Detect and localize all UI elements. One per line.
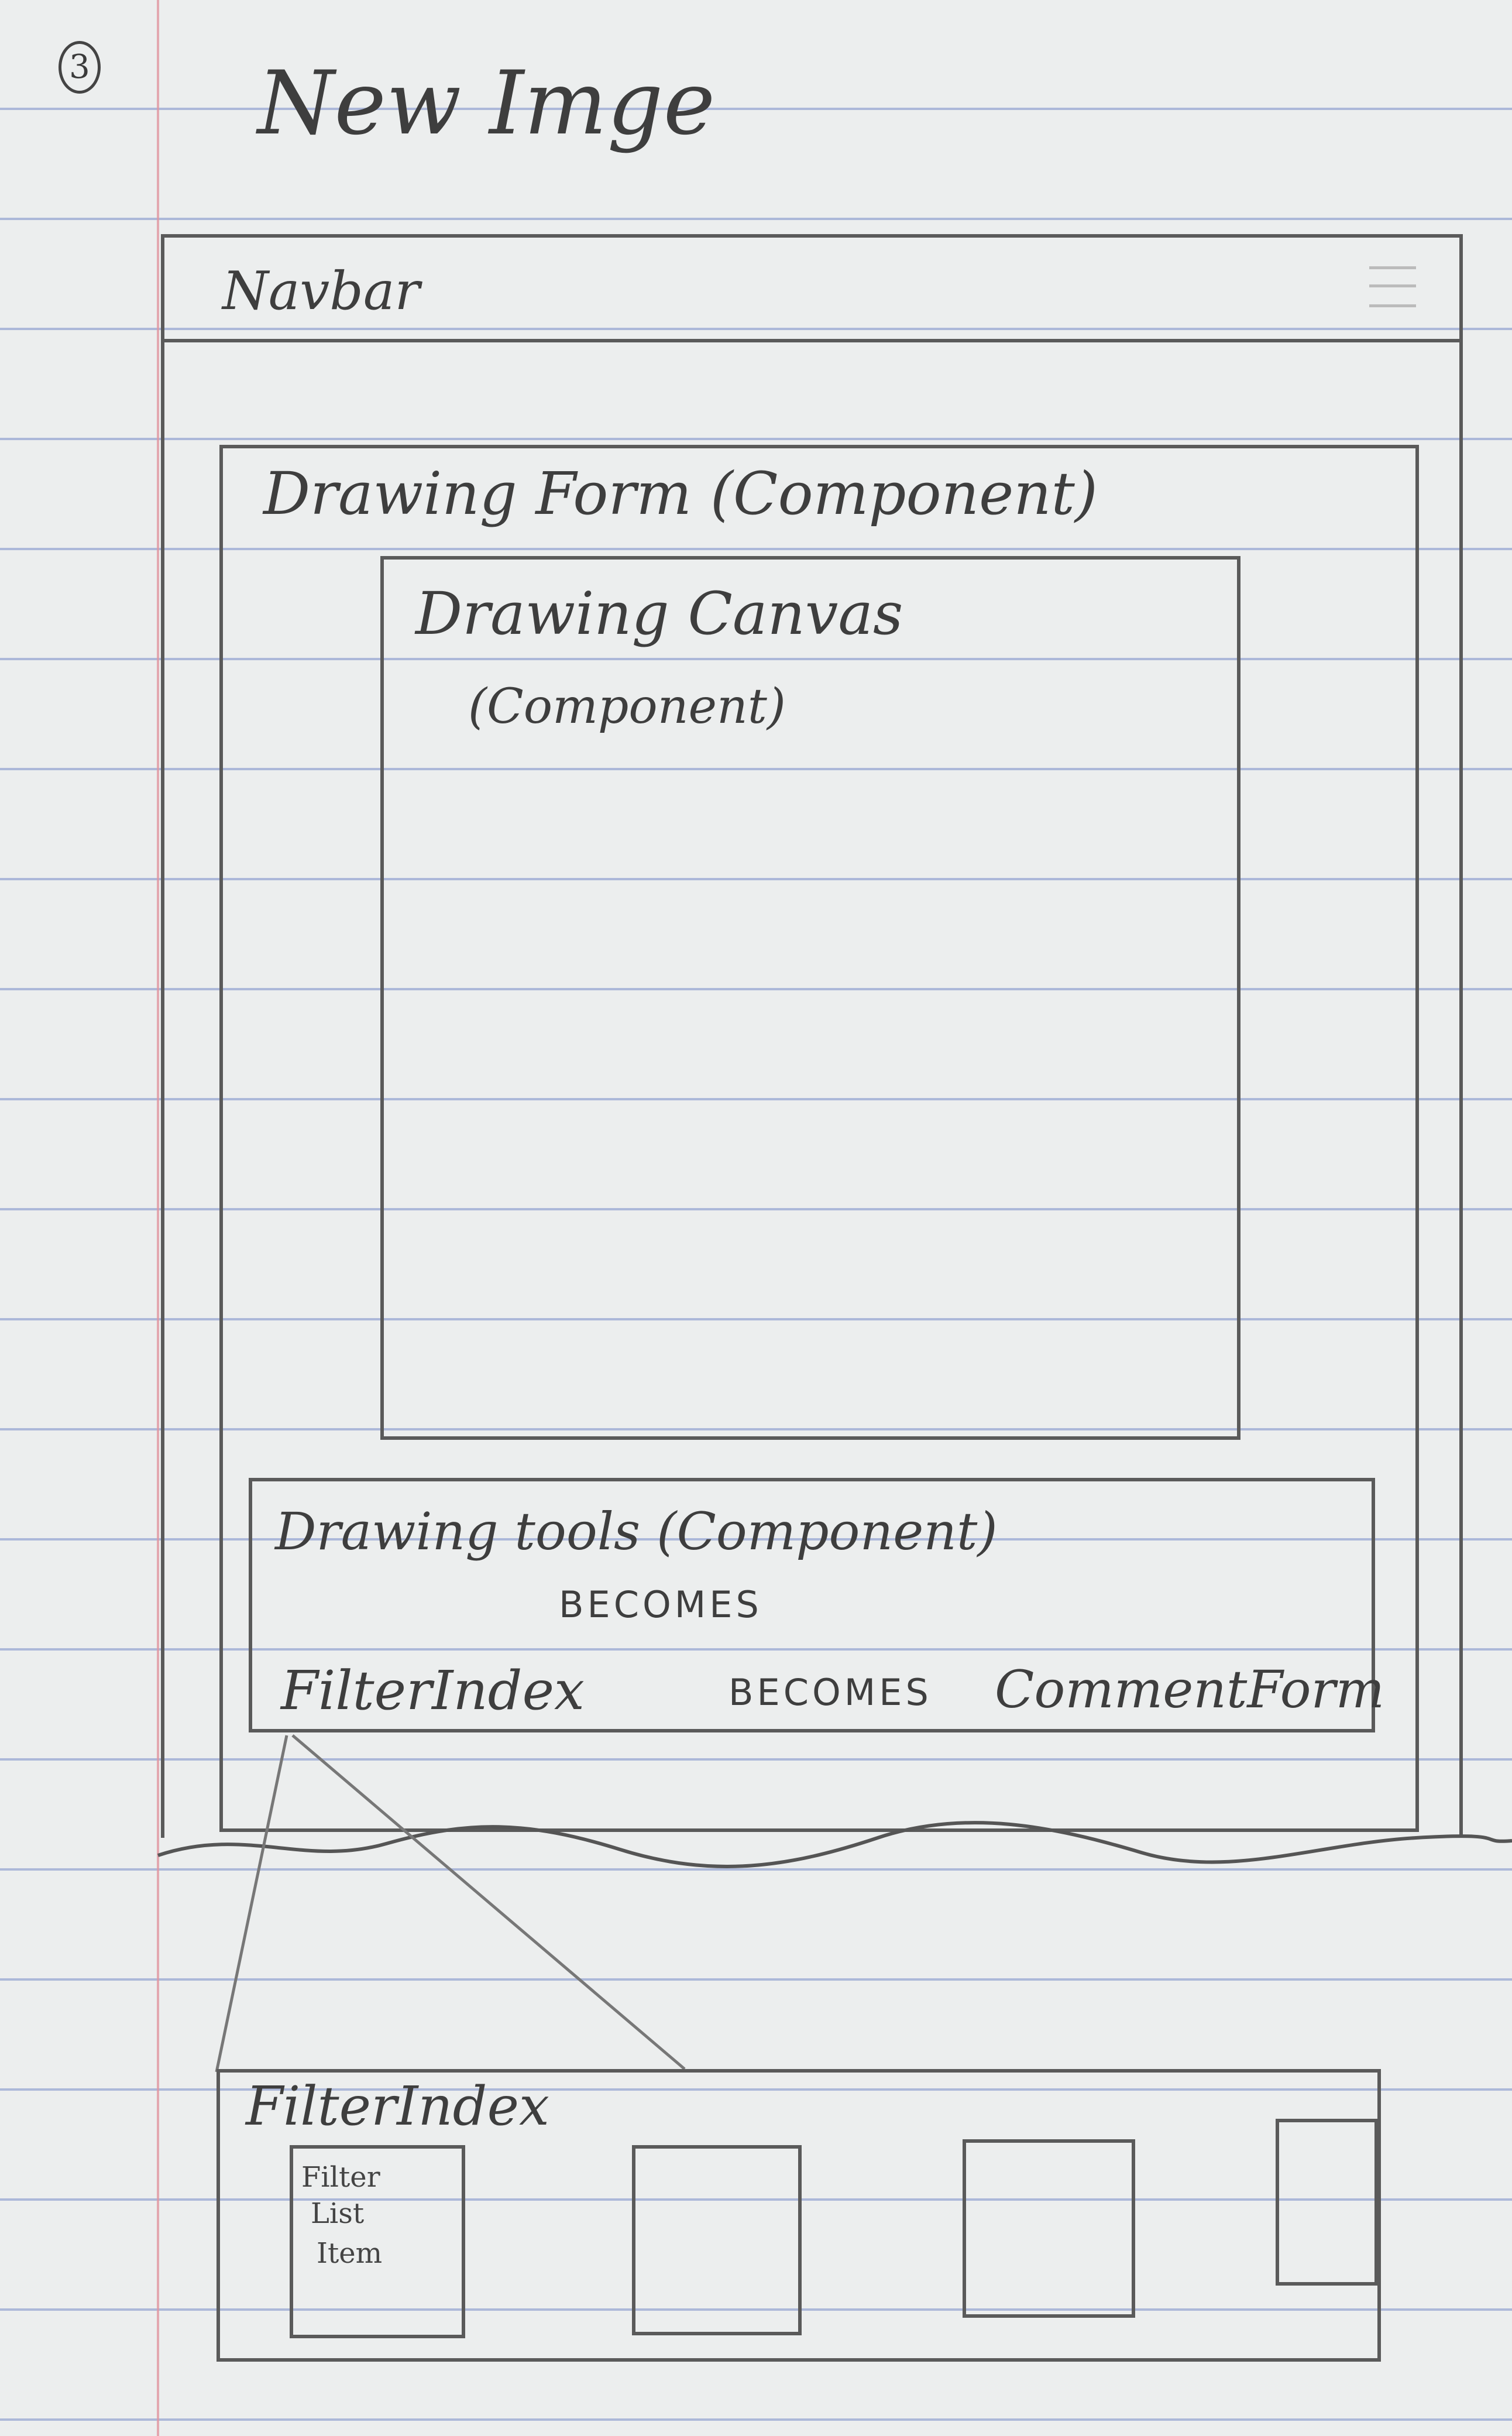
page-number: 3 bbox=[59, 41, 101, 94]
filter-list-item-line3: Item bbox=[317, 2237, 383, 2270]
torn-edge-line bbox=[157, 1821, 1512, 1868]
filter-index-label: FilterIndex bbox=[281, 1659, 585, 1722]
zoom-line-left bbox=[215, 1735, 288, 2073]
filter-index-detail-label: FilterIndex bbox=[246, 2075, 549, 2137]
drawing-tools-label: Drawing tools (Component) bbox=[275, 1501, 998, 1562]
navbar-label: Navbar bbox=[222, 260, 420, 322]
drawing-tools bbox=[249, 1478, 1375, 1732]
page-title: New Imge bbox=[257, 53, 716, 155]
filter-list-item-line1: Filter bbox=[301, 2161, 380, 2194]
drawing-canvas-label: Drawing Canvas bbox=[415, 579, 903, 648]
filter-box-3 bbox=[963, 2139, 1135, 2318]
drawing-canvas bbox=[380, 556, 1240, 1440]
filter-box-4 bbox=[1276, 2119, 1378, 2286]
drawing-form-label: Drawing Form (Component) bbox=[263, 459, 1098, 528]
filter-box-2 bbox=[632, 2145, 802, 2335]
navbar bbox=[161, 234, 1463, 342]
becomes-label-2: BECOMES bbox=[728, 1671, 932, 1714]
filter-list-item: Filter List Item bbox=[290, 2145, 465, 2338]
menu-icon bbox=[1369, 266, 1416, 307]
drawing-canvas-sublabel: (Component) bbox=[468, 679, 786, 735]
notebook-margin-line bbox=[157, 0, 159, 2436]
filter-index-detail bbox=[217, 2069, 1381, 2362]
drawing-form bbox=[219, 445, 1419, 1832]
zoom-line-right bbox=[291, 1734, 686, 2070]
comment-form-label: CommentForm bbox=[995, 1659, 1385, 1720]
filter-list-item-line2: List bbox=[311, 2197, 365, 2230]
becomes-label-1: BECOMES bbox=[559, 1583, 762, 1626]
